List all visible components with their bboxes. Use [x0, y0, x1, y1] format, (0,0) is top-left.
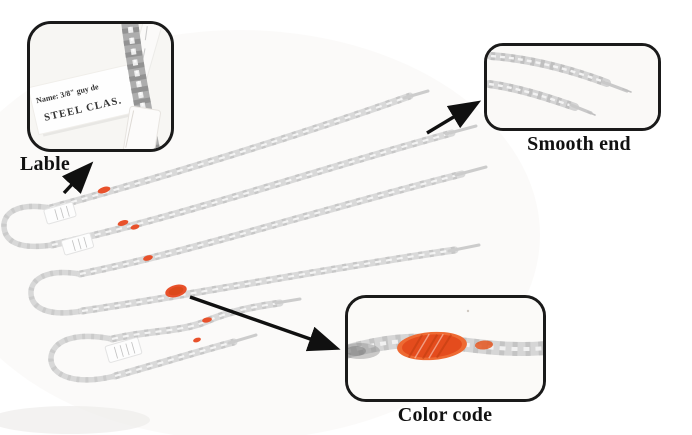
- wire-loop: [28, 269, 85, 316]
- dust-speck: [466, 309, 470, 313]
- color-code-mark: [143, 255, 153, 261]
- color-code-mark: [202, 317, 212, 323]
- wire-loop-twist: [1, 203, 53, 250]
- smooth-end-arrow: [426, 100, 482, 135]
- wire-leg-twist: [111, 299, 281, 343]
- paper-tag: [43, 201, 77, 225]
- smooth-end-tip: [274, 297, 302, 305]
- product-label-tag: Name: 3/8" guy de STEEL CLAS.: [30, 62, 151, 137]
- color-code-paint: [397, 331, 467, 361]
- color-code-paint-small: [475, 340, 493, 350]
- smooth-end-zoom-photo: [487, 46, 658, 128]
- color-code-marks: [97, 186, 212, 343]
- wire-loop-twist: [48, 333, 116, 383]
- wire-dark-end-core: [348, 346, 366, 356]
- wire-leg-twist: [114, 338, 235, 380]
- guy-grip-2: [28, 165, 488, 316]
- smooth-end-tip: [444, 124, 478, 136]
- label-caption: Lable: [20, 153, 70, 175]
- color-code-zoom-photo: [348, 298, 543, 399]
- color-code-mark: [130, 224, 140, 230]
- wire-leg-highlight: [111, 301, 281, 341]
- guy-grip-3: [48, 297, 302, 383]
- wire-leg: [108, 299, 284, 343]
- wire-leg-highlight: [114, 340, 235, 378]
- smooth-end-tip: [454, 165, 488, 177]
- color-code-caption: Color code: [397, 404, 493, 426]
- wire-leg-highlight: [79, 172, 463, 276]
- wire-loop: [48, 333, 118, 383]
- color-code-mark-shade: [168, 286, 184, 296]
- wire-loop: [1, 203, 55, 250]
- color-code-arrow: [189, 295, 341, 352]
- paper-tag: [60, 232, 95, 256]
- smooth-end-tip: [447, 243, 481, 253]
- label-zoom-callout: Name: 3/8" guy de STEEL CLAS.: [27, 21, 174, 152]
- paper-tag: [104, 337, 143, 363]
- photo-shadow: [0, 406, 150, 434]
- color-code-mark: [97, 186, 111, 194]
- wire-leg: [111, 338, 238, 380]
- color-code-mark-large: [165, 284, 187, 298]
- smooth-end-tip: [227, 333, 258, 345]
- smooth-end-tip: [402, 89, 430, 100]
- label-zoom-photo: Name: 3/8" guy de STEEL CLAS.: [30, 24, 171, 149]
- wire-dark-end: [348, 343, 380, 359]
- color-code-zoom-callout: [345, 295, 546, 402]
- smooth-end-zoom-callout: [484, 43, 661, 131]
- wire-loop-twist: [28, 269, 83, 316]
- smooth-end-caption: Smooth end: [527, 133, 631, 155]
- color-code-mark: [193, 337, 201, 343]
- smooth-end-wire-lower: [487, 80, 596, 116]
- wire-leg: [76, 170, 466, 278]
- tag-wrap-cuff: [123, 105, 161, 149]
- wire-leg-twist: [79, 170, 463, 278]
- color-code-mark: [117, 220, 129, 226]
- smooth-end-wire-upper: [487, 52, 632, 93]
